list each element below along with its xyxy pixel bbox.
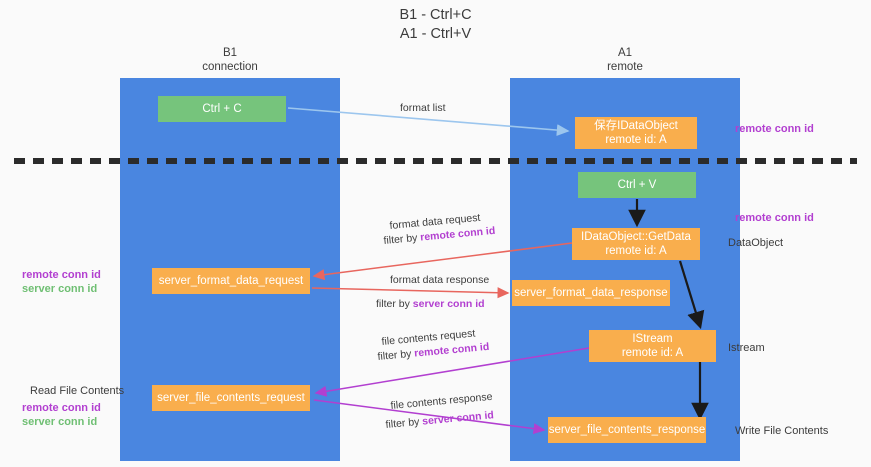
title-line-2: A1 - Ctrl+V	[399, 26, 472, 42]
filter-prefix: filter by	[377, 347, 415, 363]
column-header-a1-role: remote	[607, 61, 643, 73]
edge-label-format-data-response: format data response	[390, 274, 490, 286]
box-server-format-data-request[interactable]: server_format_data_request	[152, 268, 310, 294]
column-header-b1: B1 connection	[120, 46, 340, 74]
column-header-a1: A1 remote	[510, 46, 740, 74]
diagram-title: B1 - Ctrl+C A1 - Ctrl+V	[0, 6, 871, 44]
box-save-idataobject-label: 保存IDataObject	[594, 120, 678, 132]
box-save-idataobject[interactable]: 保存IDataObject remote id: A	[575, 117, 697, 149]
filter-prefix: filter by	[376, 298, 413, 310]
box-save-idataobject-sub: remote id: A	[605, 134, 667, 146]
annotation-left-server-conn-id-2: server conn id	[22, 416, 98, 428]
box-istream-sub: remote id: A	[621, 347, 684, 359]
box-istream-label: IStream	[632, 333, 673, 345]
filter-key-server-conn-id: server conn id	[421, 409, 495, 428]
box-ctrl-c[interactable]: Ctrl + C	[158, 96, 286, 122]
annotation-right-istream: Istream	[728, 342, 765, 354]
annotation-right-dataobject: DataObject	[728, 237, 784, 249]
edge-label-format-data-response-filter: filter by server conn id	[376, 297, 485, 311]
column-header-b1-role: connection	[202, 61, 258, 73]
annotation-left-remote-conn-id-2: remote conn id	[22, 402, 101, 414]
box-ctrl-v-label: Ctrl + V	[617, 179, 657, 191]
filter-prefix: filter by	[385, 415, 423, 431]
annotation-left-conn-id-legend: remote conn id server conn id	[22, 268, 101, 296]
box-server-file-contents-response-label: server_file_contents_response	[548, 424, 706, 436]
filter-prefix: filter by	[383, 231, 421, 247]
annotation-left-read-file-contents: Read File Contents	[30, 385, 125, 397]
box-server-format-data-response-label: server_format_data_response	[514, 287, 668, 299]
box-idataobject-getdata-label: IDataObject::GetData	[581, 231, 691, 243]
filter-key-server-conn-id: server conn id	[412, 298, 485, 310]
annotation-right-remote-conn-id-top: remote conn id	[735, 123, 814, 135]
box-idataobject-getdata[interactable]: IDataObject::GetData remote id: A	[572, 228, 700, 260]
annotation-left-remote-conn-id: remote conn id	[22, 269, 101, 281]
box-server-file-contents-request-label: server_file_contents_request	[157, 392, 305, 404]
box-istream[interactable]: IStream remote id: A	[589, 330, 716, 362]
box-server-format-data-request-label: server_format_data_request	[158, 275, 304, 287]
column-header-b1-name: B1	[222, 47, 238, 59]
box-idataobject-getdata-sub: remote id: A	[605, 245, 667, 257]
title-line-1: B1 - Ctrl+C	[399, 7, 472, 23]
box-server-file-contents-response[interactable]: server_file_contents_response	[548, 417, 706, 443]
column-header-a1-name: A1	[617, 47, 633, 59]
box-server-file-contents-request[interactable]: server_file_contents_request	[152, 385, 310, 411]
phase-divider	[14, 158, 857, 164]
annotation-right-remote-conn-id-mid: remote conn id	[735, 212, 814, 224]
annotation-right-write-file-contents: Write File Contents	[735, 425, 829, 437]
box-ctrl-v[interactable]: Ctrl + V	[578, 172, 696, 198]
box-server-format-data-response[interactable]: server_format_data_response	[512, 280, 670, 306]
edge-label-format-list: format list	[400, 102, 446, 114]
annotation-left-conn-id-legend-2: remote conn id server conn id	[22, 401, 101, 429]
annotation-left-server-conn-id: server conn id	[22, 283, 98, 295]
box-ctrl-c-label: Ctrl + C	[202, 103, 242, 115]
